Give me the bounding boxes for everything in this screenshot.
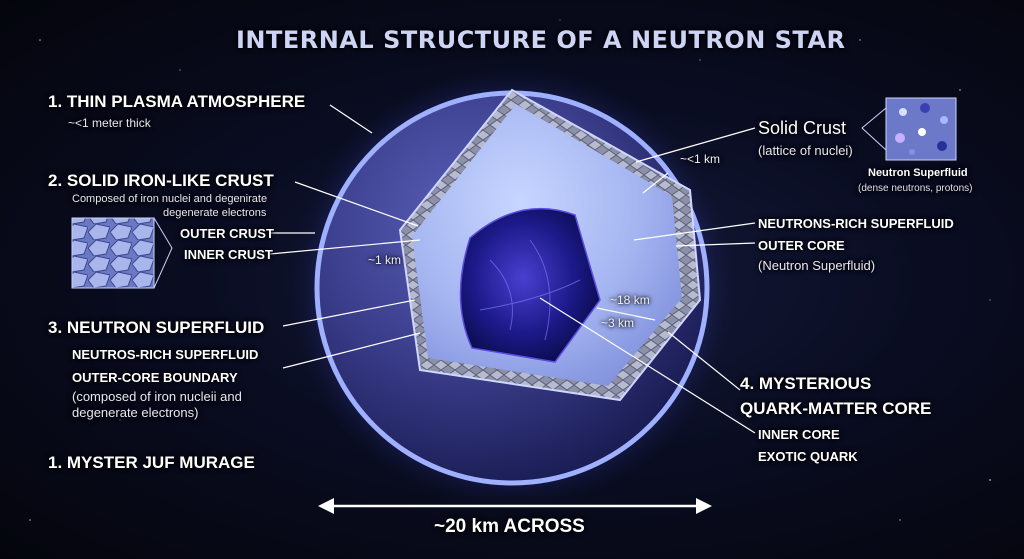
scale-label: ~20 km ACROSS [434, 516, 585, 537]
neutron-rich-label: NEUTRONS-RICH SUPERFLUID [758, 216, 954, 231]
iron-lattice-inset [71, 217, 155, 289]
quark-core [459, 208, 601, 363]
page-title: INTERNAL STRUCTURE OF A NEUTRON STAR [236, 26, 846, 54]
solid-crust-heading: Solid Crust [758, 118, 847, 138]
superfluid-heading: 3. NEUTRON SUPERFLUID [48, 318, 265, 337]
atmosphere-heading: 1. THIN PLASMA ATMOSPHERE [48, 92, 306, 111]
quark-heading-2: QUARK-MATTER CORE [740, 399, 932, 418]
measure-crust: ~<1 km [680, 152, 721, 166]
crust-heading: 2. SOLID IRON-LIKE CRUST [48, 171, 274, 190]
outer-core-heading: OUTER CORE [758, 238, 845, 253]
inset-heading: Neutron Superfluid [868, 167, 968, 179]
measure-outer-core: ~18 km [610, 293, 650, 307]
measure-core: ~3 km [601, 316, 635, 330]
core-veins [479, 239, 581, 341]
myster-heading: 1. MYSTER JUF MURAGE [48, 453, 255, 472]
superfluid-line-4: degenerate electrons) [72, 405, 199, 420]
inner-core-label: INNER CORE [758, 427, 840, 442]
nucleon-inset-pointer [861, 107, 887, 151]
outer-core-sub: (Neutron Superfluid) [758, 258, 876, 273]
inner-crust-label: INNER CRUST [184, 247, 273, 262]
superfluid-line-3: (composed of iron nucleii and [72, 389, 242, 404]
exotic-quark-label: EXOTIC QUARK [758, 449, 858, 464]
outer-crust-label: OUTER CRUST [180, 226, 274, 241]
superfluid-line-2: OUTER-CORE BOUNDARY [72, 370, 238, 385]
inset-sub: (dense neutrons, protons) [858, 183, 973, 194]
scale-arrow [318, 498, 712, 514]
iron-inset-pointer [153, 217, 173, 289]
atmosphere-sub: ~<1 meter thick [68, 116, 151, 130]
quark-heading-1: 4. MYSTERIOUS [740, 374, 872, 393]
star-field [29, 19, 991, 521]
crust-sub-1: Composed of iron nuclei and degenirate [72, 193, 268, 205]
solid-crust-sub: (lattice of nuclei) [758, 143, 853, 158]
measure-inner-crust: ~1 km [368, 253, 402, 267]
crust-sub-2: degenerate electrons [163, 207, 267, 219]
nucleon-dots [895, 103, 948, 155]
leader-lines [269, 104, 756, 434]
superfluid-line-1: NEUTROS-RICH SUPERFLUID [72, 347, 259, 362]
